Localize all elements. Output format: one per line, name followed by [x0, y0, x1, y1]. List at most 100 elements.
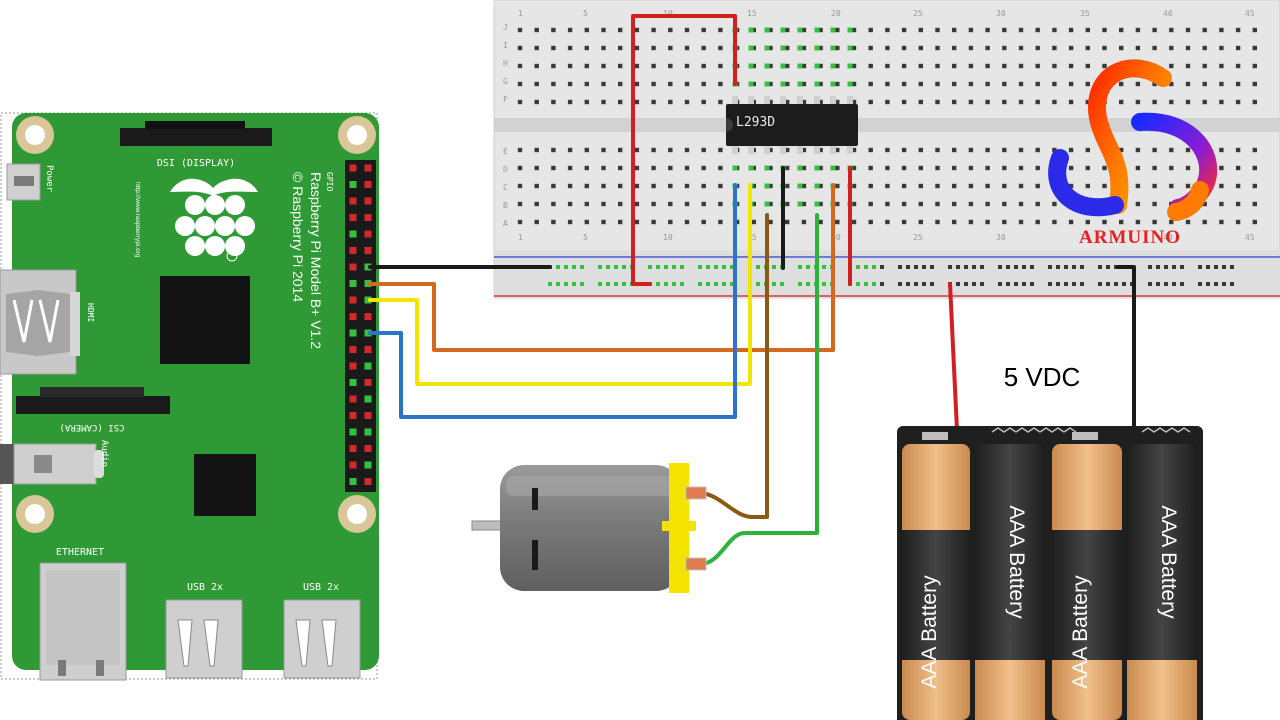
motor-highlight — [506, 476, 674, 496]
breadboard-hole — [901, 99, 907, 105]
breadboard-hole — [567, 201, 573, 207]
gpio-pin — [349, 263, 357, 271]
breadboard-hole-active — [764, 81, 770, 87]
column-number: 30 — [996, 233, 1006, 242]
wire-red-battery — [948, 282, 959, 432]
breadboard-hole — [618, 183, 623, 189]
breadboard-hole — [618, 99, 623, 105]
breadboard-hole — [684, 165, 690, 171]
chip-pin — [797, 96, 803, 105]
breadboard-hole — [534, 27, 539, 33]
breadboard-hole — [868, 63, 873, 69]
breadboard-hole — [751, 201, 756, 207]
breadboard-hole-active — [797, 183, 803, 189]
breadboard-hole — [668, 63, 673, 69]
rail-hole — [606, 282, 610, 286]
breadboard-hole — [701, 147, 706, 153]
wire-green-motor — [700, 213, 819, 566]
usb1-label: USB 2x — [187, 582, 223, 593]
breadboard-hole — [1035, 99, 1040, 105]
gpio-label: GPIO — [325, 172, 334, 191]
column-number: 40 — [1163, 9, 1173, 18]
audio-jack-back — [0, 444, 14, 484]
breadboard-hole — [851, 183, 857, 189]
rail-hole — [964, 282, 968, 286]
breadboard-hole — [651, 183, 656, 189]
breadboard-hole — [551, 183, 556, 189]
breadboard-hole — [1002, 63, 1007, 69]
breadboard-hole — [818, 219, 823, 225]
breadboard-hole — [952, 27, 957, 33]
rail-hole — [798, 282, 802, 286]
breadboard-hole — [1119, 45, 1124, 51]
rail-hole — [956, 265, 960, 269]
gpio-pin — [349, 362, 357, 370]
rail-hole — [672, 265, 676, 269]
gpio-pin — [349, 214, 357, 221]
breadboard-hole — [618, 63, 623, 69]
breadboard-hole — [551, 63, 556, 69]
dc-motor — [471, 463, 707, 593]
breadboard-hole — [734, 219, 740, 225]
breadboard-hole — [1219, 99, 1224, 105]
column-number: 10 — [663, 9, 673, 18]
breadboard-hole — [952, 45, 957, 51]
breadboard-hole — [718, 165, 723, 171]
breadboard-hole — [851, 27, 857, 33]
breadboard-hole — [751, 219, 756, 225]
rail-hole — [1072, 265, 1076, 269]
breadboard-hole — [1185, 183, 1191, 189]
breadboard-hole-active — [830, 81, 836, 87]
row-letter: C — [503, 183, 508, 192]
gpio-pin — [364, 428, 372, 436]
rail-hole — [1172, 282, 1176, 286]
rail-hole — [1230, 282, 1234, 286]
breadboard-hole — [901, 147, 907, 153]
breadboard-hole — [1219, 183, 1224, 189]
battery-spring-left — [991, 427, 1077, 433]
rail-hole — [1222, 265, 1226, 269]
rail-hole — [956, 282, 960, 286]
breadboard-hole — [1235, 63, 1241, 69]
ce-mark-icon — [226, 250, 238, 262]
column-number: 45 — [1245, 233, 1255, 242]
breadboard-hole — [651, 63, 656, 69]
rail-hole — [806, 282, 810, 286]
motor-terminal — [685, 557, 707, 571]
breadboard-hole — [1002, 45, 1007, 51]
breadboard-hole-active — [830, 165, 836, 171]
breadboard-hole — [985, 63, 990, 69]
row-letter: A — [503, 219, 508, 228]
breadboard-hole-active — [748, 81, 754, 87]
rail-hole — [1198, 282, 1202, 286]
breadboard-hole — [801, 183, 807, 189]
breadboard-hole — [1035, 27, 1040, 33]
breadboard-hole — [517, 165, 523, 171]
chip-pin — [830, 145, 836, 154]
breadboard-hole — [651, 147, 656, 153]
breadboard-hole — [1235, 45, 1241, 51]
power-rail-area — [494, 250, 1280, 298]
rail-hole — [580, 282, 584, 286]
chip-pin — [847, 145, 853, 154]
breadboard-hole — [1052, 219, 1057, 225]
breadboard-hole — [618, 219, 623, 225]
breadboard-hole — [534, 147, 539, 153]
mounting-hole-center — [25, 125, 45, 145]
breadboard-hole — [567, 63, 573, 69]
breadboard-hole — [701, 165, 706, 171]
usb-controller-chip — [194, 454, 256, 516]
rail-hole — [614, 265, 618, 269]
breadboard-hole — [1035, 219, 1040, 225]
gpio-pin — [364, 214, 372, 221]
breadboard-hole — [901, 81, 907, 87]
breadboard-hole — [1169, 99, 1174, 105]
breadboard-hole — [1252, 165, 1257, 171]
breadboard-hole — [751, 183, 756, 189]
chip-pin — [847, 96, 853, 105]
breadboard-hole — [1102, 27, 1107, 33]
rail-hole — [806, 265, 810, 269]
ethernet-led — [58, 660, 66, 676]
gpio-pin — [364, 412, 372, 419]
breadboard-hole — [618, 165, 623, 171]
